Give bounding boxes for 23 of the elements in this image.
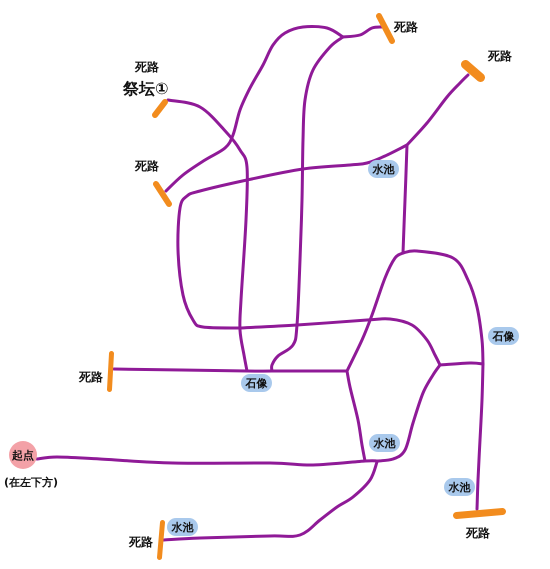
- dead-end-label: 死路: [394, 21, 418, 33]
- start-note: (在左下方): [4, 477, 58, 488]
- dead-end-marker: [460, 60, 484, 82]
- dead-end-label: 死路: [135, 61, 159, 73]
- start-marker: 起点: [9, 441, 37, 469]
- landmark-marker: 水池: [369, 434, 400, 452]
- dead-end-marker: [376, 13, 395, 44]
- landmark-marker: 水池: [444, 478, 475, 496]
- dead-end-marker: [153, 181, 172, 207]
- dead-end-label: 死路: [466, 527, 490, 539]
- landmark-marker: 石像: [488, 327, 519, 345]
- landmark-marker: 水池: [167, 518, 198, 536]
- landmark-marker: 石像: [241, 374, 272, 392]
- dead-end-marker: [106, 350, 114, 392]
- dead-end-marker: [452, 508, 506, 518]
- landmark-marker: 水池: [368, 160, 399, 178]
- dead-end-label: 死路: [488, 50, 512, 62]
- dead-end-label: 死路: [129, 536, 153, 548]
- dead-end-marker: [156, 520, 164, 560]
- dead-end-label: 死路: [135, 160, 159, 172]
- altar-label: 祭坛①: [123, 81, 169, 97]
- dead-end-marker: [152, 99, 168, 118]
- dead-end-label: 死路: [79, 371, 103, 383]
